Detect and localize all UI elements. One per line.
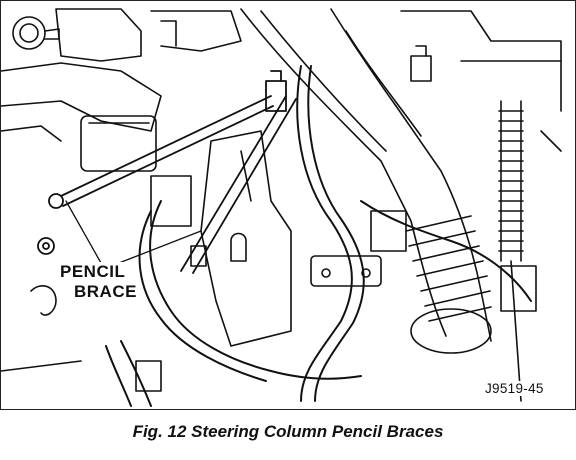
connectors — [80, 115, 537, 392]
lower-hook — [1, 285, 82, 372]
illustration-frame — [0, 0, 576, 410]
support-plate — [190, 130, 292, 347]
figure-id: J9519-45 — [483, 381, 546, 396]
mounting-bracket — [400, 10, 562, 152]
pencil-braces — [37, 70, 297, 274]
callout-leaders — [65, 200, 202, 264]
dash-panel — [1, 8, 242, 142]
dash-knob — [12, 16, 60, 50]
corrugated-conduit — [498, 100, 524, 402]
figure-caption: Fig. 12 Steering Column Pencil Braces — [132, 422, 444, 441]
steering-column — [240, 8, 492, 354]
line-drawing — [1, 8, 562, 407]
callout-label-line2: BRACE — [74, 282, 137, 302]
callout-label-line1: PENCIL — [60, 262, 126, 282]
